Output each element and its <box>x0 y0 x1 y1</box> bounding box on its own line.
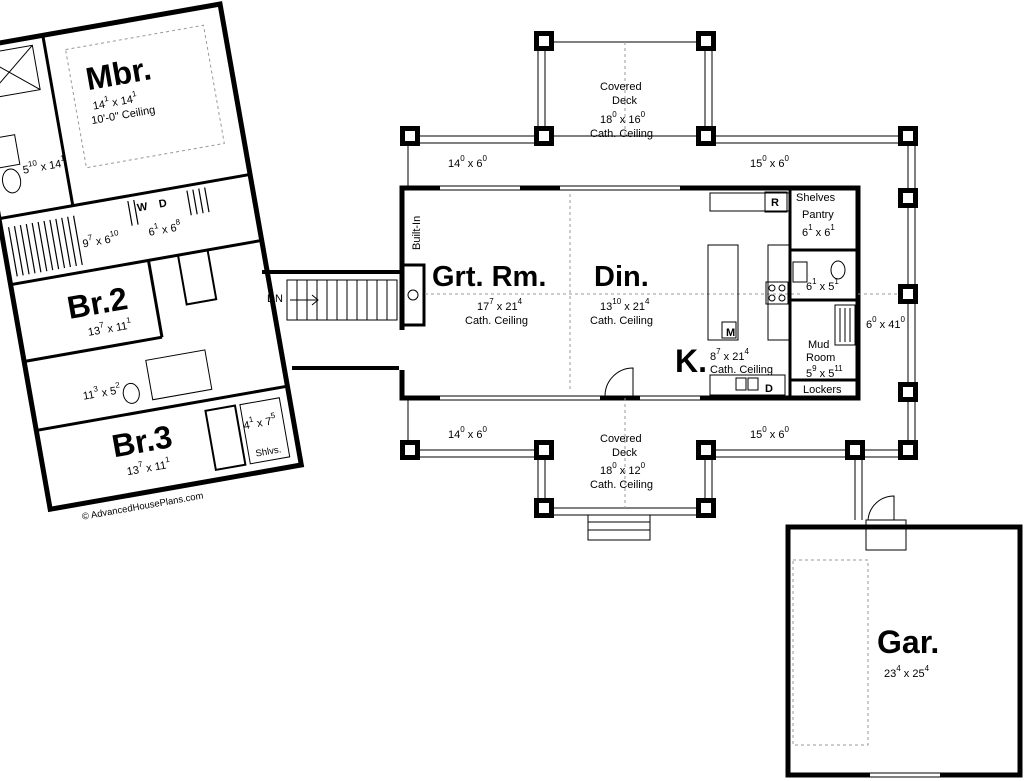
lockers-label: Lockers <box>803 384 842 396</box>
kit-size: 87 x 214 <box>710 347 749 363</box>
dishwasher-label: D <box>765 383 773 395</box>
kit-note: Cath. Ceiling <box>710 364 773 376</box>
mbr-size: 141 x 141 <box>91 89 139 113</box>
deck-bot-label-1: Covered <box>600 433 642 445</box>
deck-bot-size: 180 x 120 <box>600 461 646 477</box>
stair <box>262 270 402 370</box>
kit-label: K. <box>675 343 707 379</box>
br2-size: 137 x 111 <box>86 315 133 339</box>
closet-rods-mbr <box>7 187 210 277</box>
mud-label-2: Room <box>806 352 835 364</box>
mbr-label: Mbr. <box>83 50 154 97</box>
grt-note: Cath. Ceiling <box>465 315 528 327</box>
deck-top-label-2: Deck <box>612 95 638 107</box>
deck-bot-label-2: Deck <box>612 447 638 459</box>
mbath-sink <box>1 168 22 194</box>
shelves3-label: Shlvs. <box>255 444 282 459</box>
range <box>765 281 789 305</box>
deck-top-size: 180 x 160 <box>600 110 646 126</box>
side-porch-size: 60 x 410 <box>866 315 905 331</box>
fridge <box>764 191 788 213</box>
toilet <box>0 134 21 169</box>
deck-bot-note: Cath. Ceiling <box>590 479 653 491</box>
stair-dn-label: DN <box>267 293 283 305</box>
br3-size: 137 x 111 <box>125 455 172 479</box>
porch-tr-size: 150 x 60 <box>750 154 789 170</box>
porch-posts <box>400 31 918 518</box>
grt-size: 177 x 214 <box>477 297 523 313</box>
mbr-closet-wall <box>0 172 251 221</box>
bath2-tub <box>145 349 213 401</box>
kitchen-counter <box>767 244 791 341</box>
garage-step <box>865 519 907 551</box>
br2-label: Br.2 <box>64 280 130 326</box>
sink-counter <box>709 374 786 396</box>
builtin-label: Built-In <box>411 216 423 250</box>
front-steps <box>587 514 651 541</box>
washer-label: W <box>136 201 149 215</box>
pantry-label: Pantry <box>802 209 834 221</box>
mbath-size: 510 x 141 <box>21 153 67 176</box>
deck-top-note: Cath. Ceiling <box>590 128 653 140</box>
porch-tl-size: 140 x 60 <box>448 154 487 170</box>
porch-br-size: 150 x 60 <box>750 425 789 441</box>
pantry-size: 61 x 61 <box>802 223 835 239</box>
kitchen-island <box>707 244 739 341</box>
garage-size: 234 x 254 <box>884 664 930 680</box>
bedroom-wing <box>0 1 305 513</box>
deck-top-label-1: Covered <box>600 81 642 93</box>
din-label: Din. <box>594 261 649 293</box>
dryer-label: D <box>158 197 168 210</box>
fireplace <box>400 263 426 327</box>
din-note: Cath. Ceiling <box>590 315 653 327</box>
wic2-size: 61 x 68 <box>147 217 183 239</box>
shelves-label: Shelves <box>796 192 836 204</box>
main-house: R <box>399 185 861 401</box>
fridge-label: R <box>771 197 779 209</box>
closet3-size: 41 x 75 <box>242 411 278 433</box>
mud-size: 59 x 511 <box>806 364 843 380</box>
din-size: 1310 x 214 <box>600 297 650 313</box>
garage-label: Gar. <box>877 624 939 660</box>
mud-label-1: Mud <box>808 339 829 351</box>
grt-label: Grt. Rm. <box>432 261 546 293</box>
bath2-size: 113 x 52 <box>81 380 122 402</box>
porch-bl-size: 140 x 60 <box>448 425 487 441</box>
garage <box>785 495 1023 778</box>
mbr-ceiling-outline <box>65 24 225 169</box>
shower <box>0 44 41 100</box>
mbath-wall <box>41 35 75 206</box>
bath-small-size: 61 x 51 <box>806 277 839 293</box>
wing-outer-wall <box>0 1 305 513</box>
microwave-label: M <box>726 327 735 339</box>
wic1-size: 97 x 610 <box>81 228 121 250</box>
